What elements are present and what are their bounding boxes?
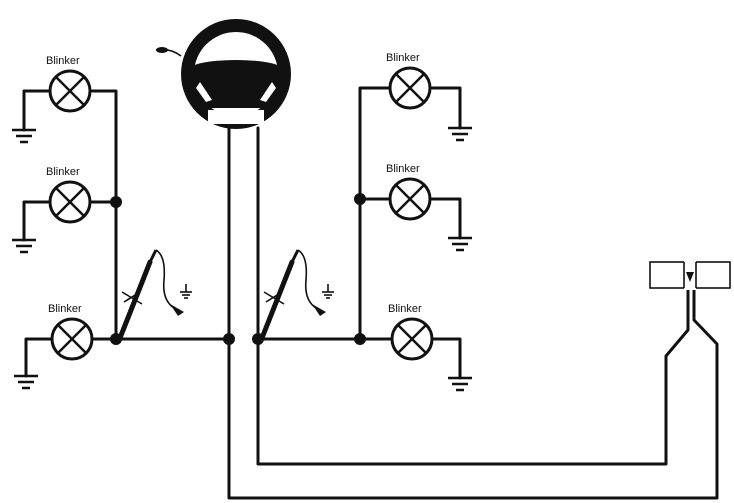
lamp-icon — [48, 180, 92, 224]
ground-icon — [12, 128, 36, 144]
lamp-label: Blinker — [46, 166, 80, 178]
steering-wheel-icon — [156, 19, 291, 129]
ground-icon — [12, 238, 36, 254]
ground-icon — [14, 374, 38, 390]
lamp-icon — [390, 317, 434, 361]
right-harness — [354, 86, 462, 380]
ground-icon — [448, 376, 472, 392]
lamp-label: Blinker — [386, 52, 420, 64]
lamp-label: Blinker — [388, 303, 422, 315]
lamp-icon — [50, 317, 94, 361]
test-light-probe-icon — [117, 249, 192, 341]
lamp-icon — [48, 69, 92, 113]
lamp-label: Blinker — [386, 163, 420, 175]
junction-dot — [223, 333, 235, 345]
ground-icon — [448, 126, 472, 142]
lamp-label: Blinker — [48, 303, 82, 315]
column-wires — [227, 126, 719, 500]
lamp-icon — [388, 177, 432, 221]
switch-connector-icon — [649, 260, 731, 290]
test-light-probe-icon — [259, 249, 334, 341]
lamp-label: Blinker — [46, 55, 80, 67]
ground-icon — [448, 236, 472, 252]
lamp-icon — [388, 66, 432, 110]
